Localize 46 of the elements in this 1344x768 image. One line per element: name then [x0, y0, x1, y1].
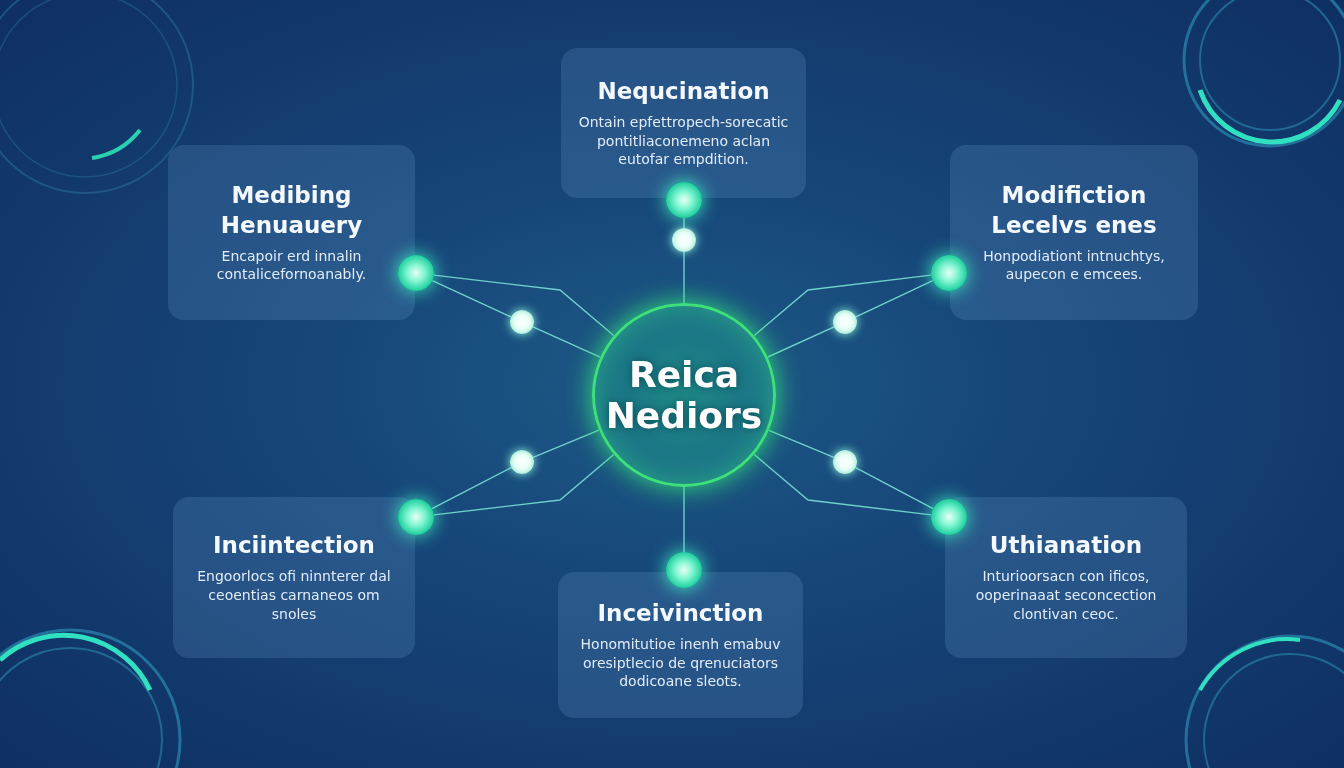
connector-line — [753, 453, 932, 516]
card-title: Inceivinction — [597, 598, 764, 628]
glowing-node-dot — [666, 552, 702, 588]
hub-title: Reica Nediors — [604, 353, 764, 437]
connector-line — [683, 217, 685, 229]
info-card — [173, 497, 415, 658]
node-dot — [833, 450, 857, 474]
hub-circle — [592, 303, 776, 487]
glowing-node-dot — [398, 255, 434, 291]
connector-line — [767, 326, 835, 358]
card-description: Engoorlocs ofi ninnterer dal ceoentias carnaneos om snoles — [196, 567, 392, 624]
card-title: Medibing Henuauery — [219, 180, 364, 240]
connector-line — [431, 279, 512, 318]
connector-line — [433, 453, 615, 516]
glowing-node-dot — [398, 499, 434, 535]
card-description: Honomitutioe inenh emabuv oresiptlecio de qrenuciators dodicoane sleots. — [579, 634, 782, 692]
info-card — [168, 145, 415, 320]
connector-line — [683, 486, 685, 553]
card-description: Honpodiationt intnuchtys, aupecon e emcees. — [982, 246, 1166, 285]
card-title: Nequcination — [597, 76, 770, 106]
info-card — [945, 497, 1187, 658]
connector-line — [768, 429, 835, 459]
connector-line — [431, 466, 513, 510]
card-description: Ontain epfettropech-sorecatic pontitliaconemeno aclan eutofar empdition. — [577, 112, 790, 170]
node-dot — [510, 310, 534, 334]
card-title: Uthianation — [989, 531, 1143, 561]
connector-line — [854, 466, 934, 510]
info-card — [950, 145, 1198, 320]
connector-line — [683, 251, 685, 304]
connector-line — [433, 274, 615, 337]
connector-line — [532, 429, 600, 459]
connector-line — [532, 326, 601, 358]
node-dot — [510, 450, 534, 474]
node-dot — [672, 228, 696, 252]
connector-line — [855, 279, 934, 318]
glowing-node-dot — [666, 182, 702, 218]
card-title: Modifiction Lecelvs enes — [990, 180, 1158, 240]
info-card — [561, 48, 806, 198]
info-card — [558, 572, 803, 718]
glowing-node-dot — [931, 499, 967, 535]
card-description: Encapoir erd innalin contalicefornoanably. — [215, 246, 368, 285]
glowing-node-dot — [931, 255, 967, 291]
card-title: Inciintection — [213, 531, 375, 561]
card-description: Inturioorsacn con ificos, ooperinaaat seconcection clontivan ceoc. — [974, 567, 1158, 624]
node-dot — [833, 310, 857, 334]
connector-line — [753, 274, 932, 337]
